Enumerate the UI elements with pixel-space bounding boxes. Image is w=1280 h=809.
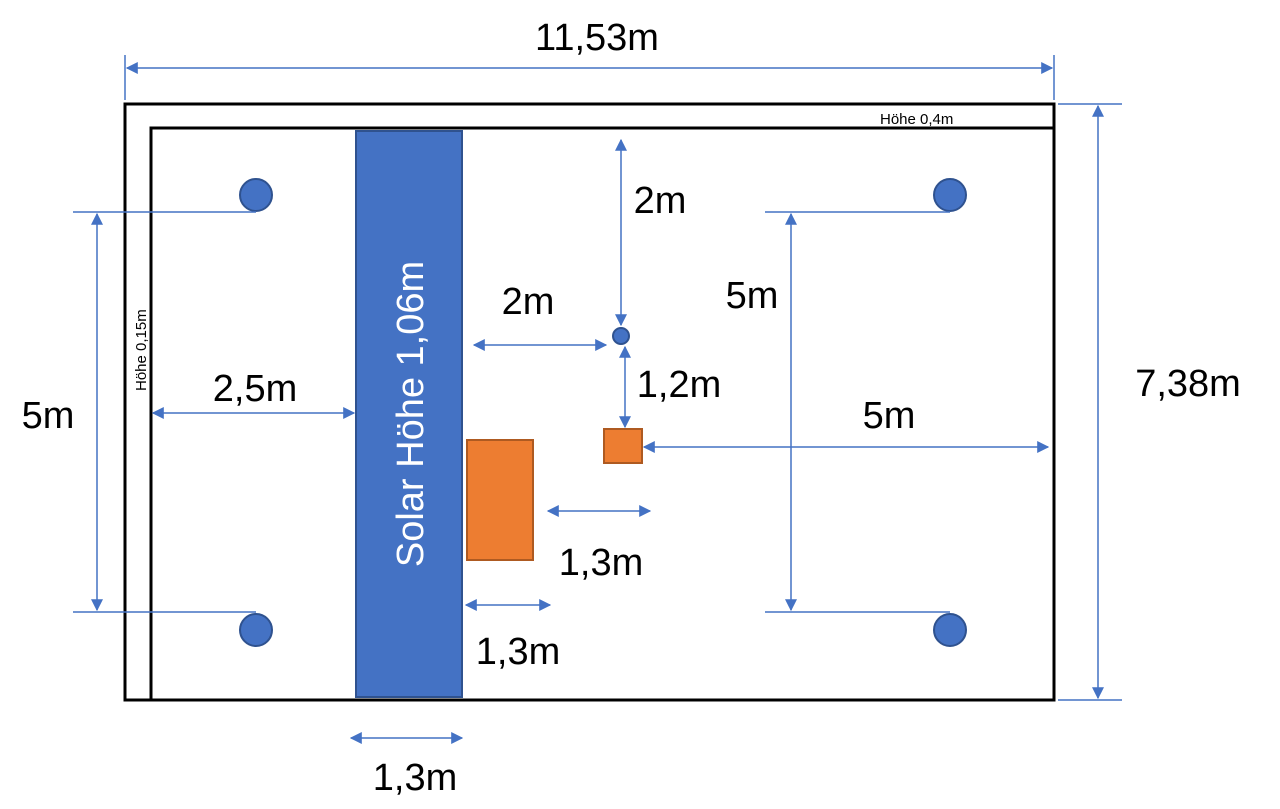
post-bottom-right	[933, 613, 967, 647]
label-box-width: 1,3m	[476, 631, 560, 673]
label-wall-height-left: Höhe 0,15m	[133, 309, 150, 391]
inner-boundary	[149, 126, 1056, 702]
label-right-posts: 5m	[726, 275, 779, 317]
label-total-height: 7,38m	[1135, 363, 1241, 405]
label-top-gap: 2m	[634, 180, 687, 222]
post-top-left	[239, 178, 273, 212]
solar-panel	[355, 130, 463, 698]
label-box-gap: 1,3m	[559, 542, 643, 584]
box-small	[603, 428, 643, 464]
label-solar-width: 1,3m	[373, 757, 457, 799]
post-small-center	[612, 327, 630, 345]
label-left-posts: 5m	[22, 395, 75, 437]
label-total-width: 11,53m	[535, 17, 659, 59]
solar-label: Solar Höhe 1,06m	[390, 261, 432, 567]
post-top-right	[933, 178, 967, 212]
label-left-gap: 2,5m	[213, 368, 297, 410]
extension-lines	[73, 55, 1122, 701]
label-small-post-gap: 1,2m	[637, 364, 721, 406]
box-large	[466, 439, 534, 561]
label-wall-height-top: Höhe 0,4m	[880, 111, 953, 128]
post-bottom-left	[239, 613, 273, 647]
label-mid-gap: 2m	[502, 281, 555, 323]
label-right-gap: 5m	[863, 395, 916, 437]
